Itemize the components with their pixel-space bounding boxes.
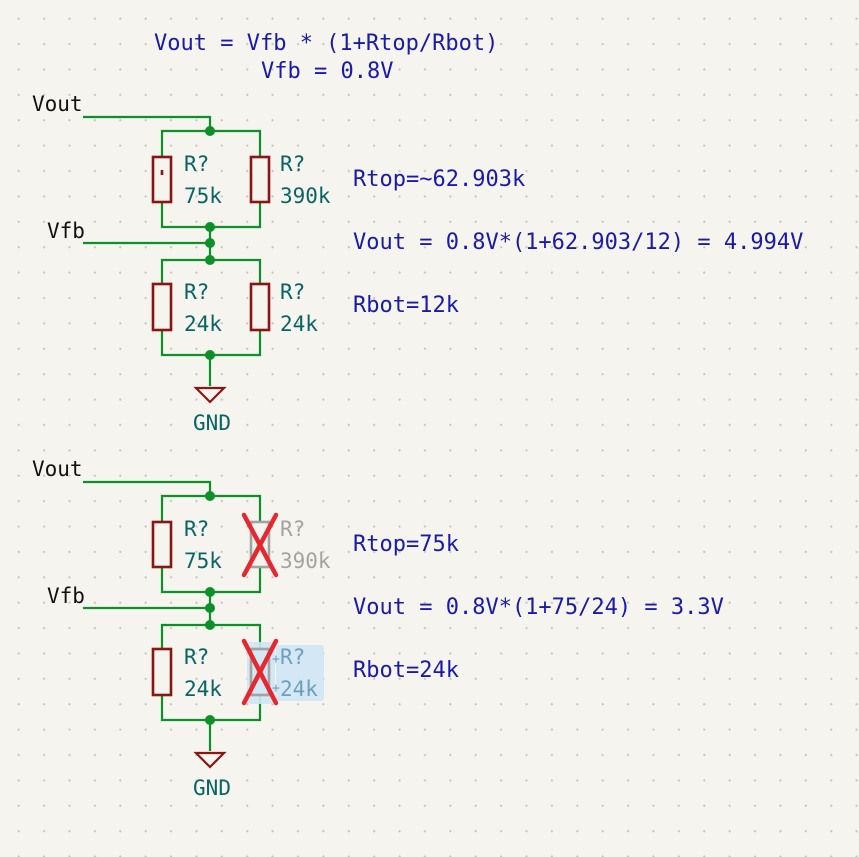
- dnp-cross-icon: [241, 512, 279, 578]
- junction: [205, 491, 215, 501]
- resistor-ref: R?: [184, 280, 209, 304]
- junction: [205, 126, 215, 136]
- resistor-value: 390k: [280, 549, 331, 573]
- junction: [205, 222, 215, 232]
- dnp-cross-icon: [241, 638, 279, 706]
- formula-note: Vout = Vfb * (1+Rtop/Rbot): [154, 31, 498, 56]
- net-label-vfb[interactable]: Vfb: [47, 219, 85, 243]
- resistor-value: 24k: [184, 312, 222, 336]
- plus-marker-icon: +: [272, 652, 280, 667]
- resistor-ref: R?: [280, 645, 305, 669]
- gnd-label: GND: [193, 776, 231, 800]
- net-label-vout[interactable]: Vout: [32, 92, 83, 116]
- resistor-ref: R?: [184, 517, 209, 541]
- junction: [205, 620, 215, 630]
- resistor-value: 75k: [184, 184, 222, 208]
- resistor-value: 390k: [280, 184, 331, 208]
- vout-result-note: Vout = 0.8V*(1+75/24) = 3.3V: [353, 595, 724, 620]
- resistor-value: 75k: [184, 549, 222, 573]
- divider-circuit-b: R? 75k R? 390k R? 24k R? 24k + +: [32, 457, 724, 800]
- vfb-value-note: Vfb = 0.8V: [261, 59, 393, 84]
- rtop-note: Rtop=~62.903k: [353, 167, 525, 192]
- gnd-label: GND: [193, 411, 231, 435]
- junction: [205, 255, 215, 265]
- resistor-ref: R?: [280, 280, 305, 304]
- resistor-value: 24k: [280, 312, 318, 336]
- junction: [205, 603, 215, 613]
- net-label-vout[interactable]: Vout: [32, 457, 83, 481]
- resistor-ref: R?: [184, 152, 209, 176]
- resistor-r2-a[interactable]: R? 390k: [249, 152, 331, 208]
- resistor-ref: R?: [280, 517, 305, 541]
- resistor-ref: R?: [184, 645, 209, 669]
- junction: [205, 587, 215, 597]
- resistor-r3-b[interactable]: R? 24k: [151, 645, 222, 701]
- resistor-value: 24k: [280, 677, 318, 701]
- resistor-r2-b-dnp[interactable]: R? 390k: [241, 512, 331, 578]
- resistor-value: 24k: [184, 677, 222, 701]
- divider-circuit-a: R? 75k R? 390k R? 24k R? 24k GND Vout Vf…: [32, 92, 803, 435]
- rtop-note: Rtop=75k: [353, 532, 459, 557]
- resistor-r1-a[interactable]: R? 75k: [151, 152, 222, 208]
- plus-marker-icon: +: [272, 681, 280, 696]
- ground-symbol-icon[interactable]: GND: [193, 751, 231, 800]
- resistor-r4-b-dnp-selected[interactable]: R? 24k + +: [241, 638, 324, 706]
- rbot-note: Rbot=12k: [353, 293, 459, 318]
- junction: [205, 238, 215, 248]
- resistor-ref: R?: [280, 152, 305, 176]
- ground-symbol-icon[interactable]: GND: [193, 386, 231, 435]
- net-label-vfb[interactable]: Vfb: [47, 584, 85, 608]
- rbot-note: Rbot=24k: [353, 658, 459, 683]
- junction: [205, 350, 215, 360]
- resistor-r4-a[interactable]: R? 24k: [249, 280, 318, 336]
- resistor-r1-b[interactable]: R? 75k: [151, 517, 222, 573]
- resistor-r3-a[interactable]: R? 24k: [151, 280, 222, 336]
- junction: [205, 715, 215, 725]
- vout-result-note: Vout = 0.8V*(1+62.903/12) = 4.994V: [353, 230, 803, 255]
